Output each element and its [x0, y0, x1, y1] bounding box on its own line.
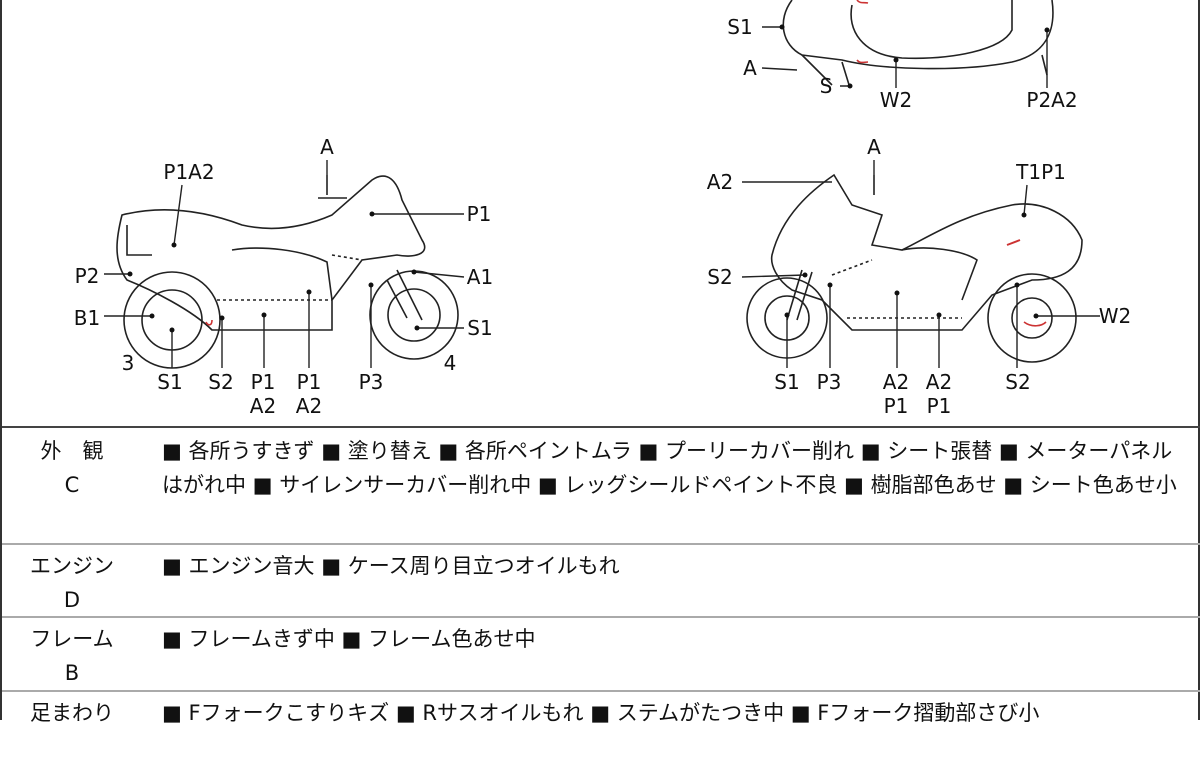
label-t1p1: T1P1: [1016, 160, 1066, 184]
label-p1: P1: [926, 394, 952, 418]
category-name: フレーム: [30, 627, 114, 651]
label-p3: P3: [816, 370, 842, 394]
label-p2: P2: [74, 264, 100, 288]
category-name: 足まわり: [30, 701, 114, 725]
label-b1: B1: [73, 306, 101, 330]
label-w2: W2: [1098, 304, 1132, 328]
row-frame: フレーム B ■ フレームきず中 ■ フレーム色あせ中: [2, 618, 1200, 692]
label-p1a2: P1A2: [163, 160, 215, 184]
row-label: 外 観 C: [2, 430, 142, 502]
label-a: A: [320, 135, 334, 159]
label-a1: A1: [466, 265, 494, 289]
label-a2: A2: [249, 394, 277, 418]
label-s1: S1: [157, 370, 183, 394]
row-notes: ■ 各所うすきず ■ 塗り替え ■ 各所ペイントムラ ■ プーリーカバー削れ ■…: [162, 439, 1177, 497]
scooter-right-view: [746, 173, 1083, 363]
label-w2: W2: [879, 88, 913, 112]
row-notes: ■ フレームきず中 ■ フレーム色あせ中: [162, 627, 536, 651]
label-a2: A2: [882, 370, 910, 394]
grade-code: D: [63, 588, 81, 612]
label-3: 3: [121, 351, 135, 375]
label-p1: P1: [296, 370, 322, 394]
label-a2: A2: [706, 170, 734, 194]
row-suspension: 足まわり ■ Fフォークこすりキズ ■ Rサスオイルもれ ■ ステムがたつき中 …: [2, 692, 1200, 766]
label-a: A: [743, 56, 757, 80]
label-4: 4: [443, 351, 457, 375]
marker-dots: [127, 24, 1050, 333]
row-label: フレーム B: [2, 618, 142, 690]
label-s1: S1: [727, 15, 753, 39]
row-engine: エンジン D ■ エンジン音大 ■ ケース周り目立つオイルもれ: [2, 545, 1200, 618]
scooter-top-view: [782, 0, 1054, 89]
label-s2: S2: [1005, 370, 1031, 394]
label-a: A: [867, 135, 881, 159]
row-label: エンジン D: [2, 545, 142, 617]
grade-code: B: [64, 661, 80, 685]
category-name: 外 観: [40, 439, 104, 463]
grade-code: C: [64, 473, 80, 497]
label-p3: P3: [358, 370, 384, 394]
leader-lines: [104, 26, 1100, 368]
label-s2: S2: [707, 265, 733, 289]
category-name: エンジン: [30, 554, 114, 578]
damage-diagram: S1 A S W2 P2A2 A P1A2 P1 P2 A1 B1 S1 3 S…: [2, 0, 1200, 428]
label-a2: A2: [295, 394, 323, 418]
label-s: S: [819, 74, 833, 98]
label-s1: S1: [774, 370, 800, 394]
label-s1: S1: [467, 316, 493, 340]
row-label: 足まわり: [2, 692, 142, 730]
label-p2a2: P2A2: [1026, 88, 1078, 112]
scooter-left-view: [116, 175, 459, 369]
label-p1: P1: [250, 370, 276, 394]
label-p1: P1: [883, 394, 909, 418]
label-s2: S2: [208, 370, 234, 394]
row-notes: ■ Fフォークこすりキズ ■ Rサスオイルもれ ■ ステムがたつき中 ■ Fフォ…: [162, 701, 1040, 725]
row-exterior: 外 観 C ■ 各所うすきず ■ 塗り替え ■ 各所ペイントムラ ■ プーリーカバ…: [2, 430, 1200, 545]
scooter-drawings: [104, 0, 1100, 369]
row-notes: ■ エンジン音大 ■ ケース周り目立つオイルもれ: [162, 554, 620, 578]
label-p1: P1: [466, 202, 492, 226]
inspection-sheet: S1 A S W2 P2A2 A P1A2 P1 P2 A1 B1 S1 3 S…: [0, 0, 1200, 725]
label-a2: A2: [925, 370, 953, 394]
